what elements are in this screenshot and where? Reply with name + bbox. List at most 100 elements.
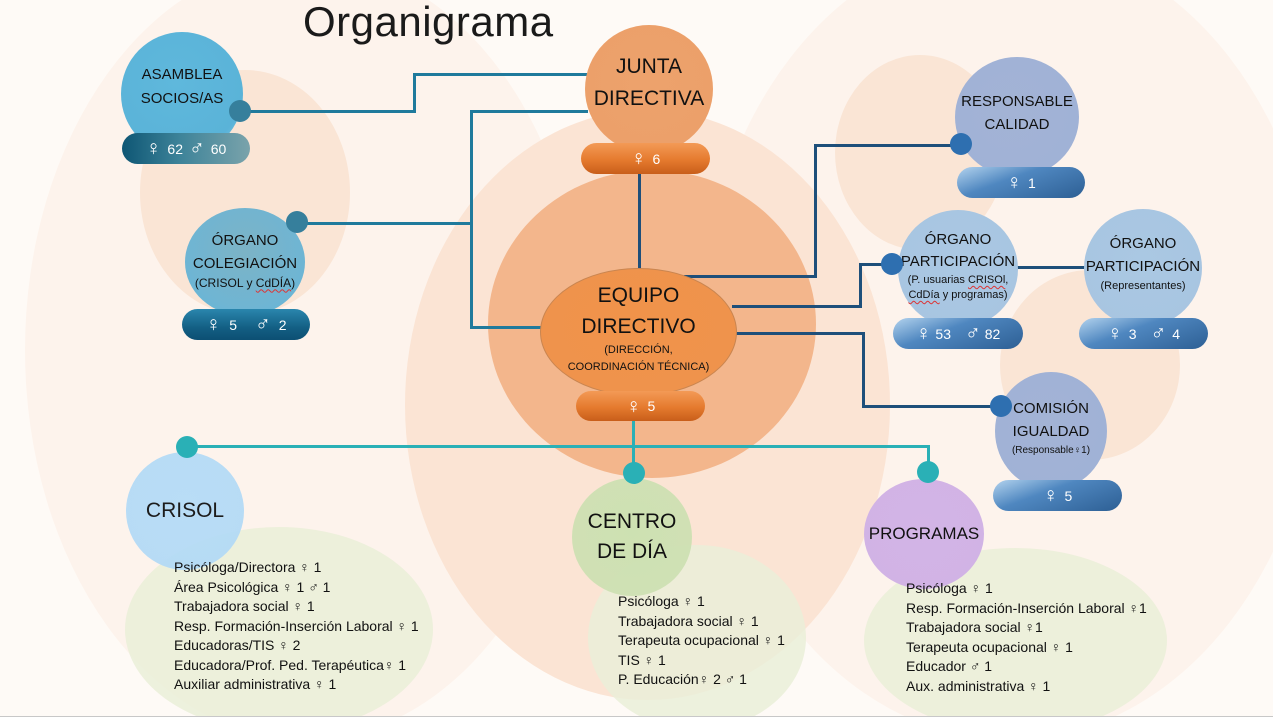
sub-part: (P. usuarias <box>907 274 968 286</box>
node-junta-label-2: DIRECTIVA <box>593 87 705 110</box>
connector-junta-equipo-top <box>470 110 588 113</box>
list-item: P. Educación♀ 2 ♂ 1 <box>618 671 747 687</box>
list-item: Educadoras/TIS ♀ 2 <box>174 637 301 653</box>
badge-participacion-representantes: ♀ 3 ♂ 4 <box>1079 318 1208 349</box>
connector-calidad-c <box>814 144 962 147</box>
node-organo-colegiacion[interactable]: ÓRGANO COLEGIACIÓN (CRISOL y CdDÍA) <box>185 208 305 316</box>
connector-left-vertical <box>470 110 473 329</box>
node-centro-dia[interactable]: CENTRO DE DÍA <box>572 478 692 596</box>
female-icon: ♀ <box>630 147 647 170</box>
sub-part-squiggle: CdDÍA <box>255 275 292 290</box>
sub-part-squiggle: CdDía <box>908 289 940 301</box>
node-junta-directiva[interactable]: JUNTA DIRECTIVA <box>585 25 713 153</box>
list-item: Trabajadora social ♀ 1 <box>618 612 759 629</box>
sub-part: y programas) <box>939 289 1008 301</box>
badge-junta-female: 6 <box>652 150 661 167</box>
staff-list-centro-dia: Psicóloga ♀ 1 Trabajadora social ♀ 1 Ter… <box>618 592 785 690</box>
female-icon: ♀ <box>1042 484 1059 507</box>
connector-calidad-b <box>814 144 817 278</box>
male-icon: ♂ <box>255 313 271 336</box>
connector-dot-asamblea <box>229 100 251 122</box>
sub-part-squiggle: CRISOl <box>967 274 1006 286</box>
node-crisol[interactable]: CRISOL <box>126 452 244 570</box>
badge-igualdad: ♀ 5 <box>993 480 1122 511</box>
connector-igualdad-b <box>862 332 865 408</box>
list-item: Trabajadora social ♀1 <box>906 619 1043 635</box>
node-participacion-rep-sub: (Representantes) <box>1100 279 1186 292</box>
badge-asamblea: ♀ 62 ♂ 60 <box>122 133 250 164</box>
connector-dot-igualdad <box>990 395 1012 417</box>
node-participacion-usuarias-label-1: ÓRGANO <box>924 231 992 248</box>
node-calidad-label-1: RESPONSABLE <box>961 93 1073 110</box>
node-colegiacion-label-1: ÓRGANO <box>211 231 279 249</box>
male-icon: ♂ <box>189 137 205 160</box>
node-centro-dia-label-2: DE DÍA <box>596 540 667 563</box>
list-item: Educadora/Prof. Ped. Terapéutica♀ 1 <box>174 656 407 673</box>
node-comision-igualdad[interactable]: COMISIÓN IGUALDAD (Responsable♀1) <box>995 372 1107 490</box>
connector-participacion-representantes <box>1010 266 1088 269</box>
sub-part: ) <box>291 275 296 290</box>
badge-igualdad-female: 5 <box>1064 487 1073 504</box>
badge-equipo: ♀ 5 <box>576 391 705 421</box>
node-participacion-usuarias-sub-1: (P. usuarias CRISOl, <box>908 273 1009 288</box>
female-icon: ♀ <box>915 322 932 345</box>
list-item: Resp. Formación-Inserción Laboral ♀ 1 <box>174 617 419 634</box>
node-programas-label: PROGRAMAS <box>868 524 980 543</box>
badge-participacion-usuarias-female: 53 <box>935 325 951 342</box>
sub-part: , <box>1005 274 1009 286</box>
node-equipo-sub-2: COORDINACIÓN TÉCNICA) <box>567 361 710 373</box>
node-equipo-sub-1: (DIRECCIÓN, <box>604 344 673 356</box>
connector-participacion-a <box>732 305 862 308</box>
node-responsable-calidad[interactable]: RESPONSABLE CALIDAD <box>955 57 1079 177</box>
list-item: Educador ♂ 1 <box>906 658 992 674</box>
node-colegiacion-label-2: COLEGIACIÓN <box>192 254 298 272</box>
node-crisol-label: CRISOL <box>145 499 225 522</box>
connector-dot-calidad <box>950 133 972 155</box>
connector-bottom-horizontal <box>187 445 929 448</box>
list-item: Psicóloga ♀ 1 <box>618 593 705 609</box>
badge-colegiacion: ♀ 5 ♂ 2 <box>182 309 310 340</box>
node-junta-label-1: JUNTA <box>615 55 683 78</box>
node-calidad-label-2: CALIDAD <box>984 116 1050 133</box>
badge-calidad-female: 1 <box>1027 174 1036 191</box>
connector-colegiacion-h <box>298 222 472 225</box>
badge-participacion-rep-female: 3 <box>1128 325 1137 342</box>
badge-participacion-rep-male: 4 <box>1172 325 1181 342</box>
female-icon: ♀ <box>1006 171 1022 194</box>
node-asamblea-label-1: ASAMBLEA <box>141 66 223 83</box>
list-item: Auxiliar administrativa ♀ 1 <box>174 676 337 692</box>
male-icon: ♂ <box>965 322 981 345</box>
node-participacion-usuarias-sub-2: CdDía y programas) <box>908 288 1007 303</box>
connector-asamblea-h <box>240 110 416 113</box>
list-item: Resp. Formación-Inserción Laboral ♀1 <box>906 599 1147 616</box>
badge-colegiacion-female: 5 <box>229 316 237 333</box>
node-igualdad-label-2: IGUALDAD <box>1012 423 1090 440</box>
connector-programas-down <box>927 445 930 470</box>
node-asamblea-label-2: SOCIOS/AS <box>140 90 224 107</box>
connector-asamblea-v <box>413 73 416 113</box>
connector-participacion-b <box>859 263 862 308</box>
connector-dot-colegiacion <box>286 211 308 233</box>
node-centro-dia-label-1: CENTRO <box>587 510 677 533</box>
list-item: TIS ♀ 1 <box>618 651 666 668</box>
connector-dot-centro-dia <box>623 462 645 484</box>
list-item: Aux. administrativa ♀ 1 <box>906 677 1051 694</box>
badge-colegiacion-male: 2 <box>278 316 287 333</box>
connector-junta-equipo <box>638 172 641 270</box>
badge-participacion-usuarias-male: 82 <box>984 325 1001 342</box>
node-organo-participacion-representantes[interactable]: ÓRGANO PARTICIPACIÓN (Representantes) <box>1084 209 1202 327</box>
list-item: Área Psicológica ♀ 1 ♂ 1 <box>174 578 331 595</box>
connector-calidad-a <box>684 275 817 278</box>
list-item: Trabajadora social ♀ 1 <box>174 598 315 614</box>
female-icon: ♀ <box>145 137 162 160</box>
badge-junta: ♀ 6 <box>581 143 710 174</box>
node-equipo-directivo[interactable]: EQUIPO DIRECTIVO (DIRECCIÓN, COORDINACIÓ… <box>540 268 737 396</box>
node-organo-participacion-usuarias[interactable]: ÓRGANO PARTICIPACIÓN (P. usuarias CRISOl… <box>898 210 1018 328</box>
node-igualdad-label-1: COMISIÓN <box>1013 400 1089 417</box>
staff-list-crisol: Psicóloga/Directora ♀ 1 Área Psicológica… <box>174 558 419 695</box>
node-programas[interactable]: PROGRAMAS <box>864 479 984 589</box>
node-equipo-label-2: DIRECTIVO <box>581 315 696 338</box>
connector-asamblea-h2 <box>413 73 588 76</box>
connector-dot-participacion <box>881 253 903 275</box>
